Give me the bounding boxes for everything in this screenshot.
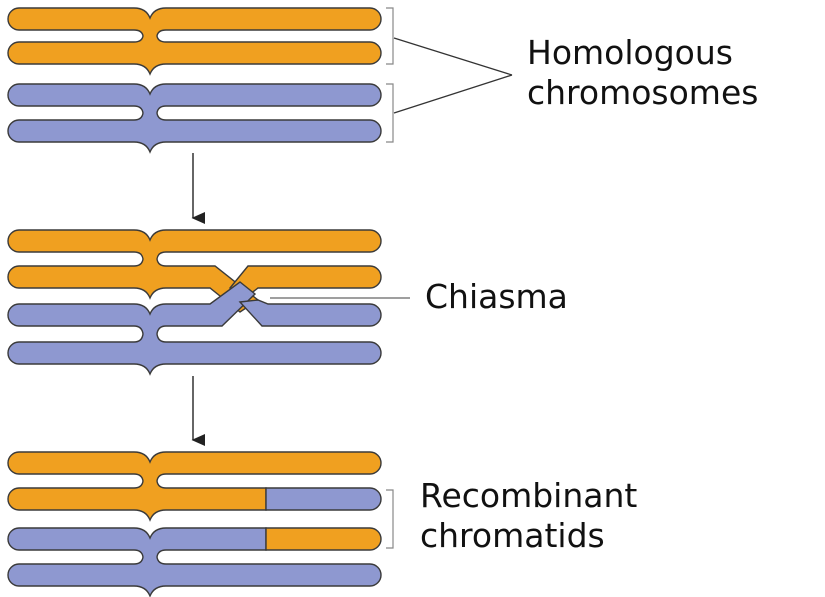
pointer-line-top (393, 37, 513, 76)
chromosome-orange (7, 7, 382, 76)
stage-recombinant (7, 451, 394, 597)
bracket-blue (386, 83, 394, 143)
chromatid-blue-pair (7, 83, 382, 154)
chromatid-orange-top-2 (7, 229, 382, 313)
chromosome-blue (7, 83, 382, 154)
chromatid-blue-pair-2 (7, 281, 382, 376)
homologous-chromosomes-label: Homologous chromosomes (527, 33, 758, 113)
chiasma-label: Chiasma (425, 277, 568, 316)
homologous-label-line2: chromosomes (527, 73, 759, 112)
homologous-label-line1: Homologous (527, 33, 733, 72)
recombinant-segment-orange (265, 527, 382, 551)
pointer-line-bottom (393, 74, 513, 114)
stage-chiasma (7, 229, 410, 376)
recombinant-chromatids-label: Recombinant chromatids (420, 476, 637, 556)
chromatid-orange-crossing-end (228, 265, 382, 299)
recombinant-segment-blue (265, 487, 382, 511)
bracket-orange (386, 7, 394, 65)
chromatid-blue-crossing-end (238, 299, 382, 327)
recombinant-label-line2: chromatids (420, 516, 605, 555)
bracket-recombinant (386, 489, 394, 549)
chromatid-orange-top (7, 7, 382, 76)
stage-homologous (7, 7, 513, 154)
chromosome-orange-3 (7, 451, 382, 522)
recombinant-label-line1: Recombinant (420, 476, 638, 515)
